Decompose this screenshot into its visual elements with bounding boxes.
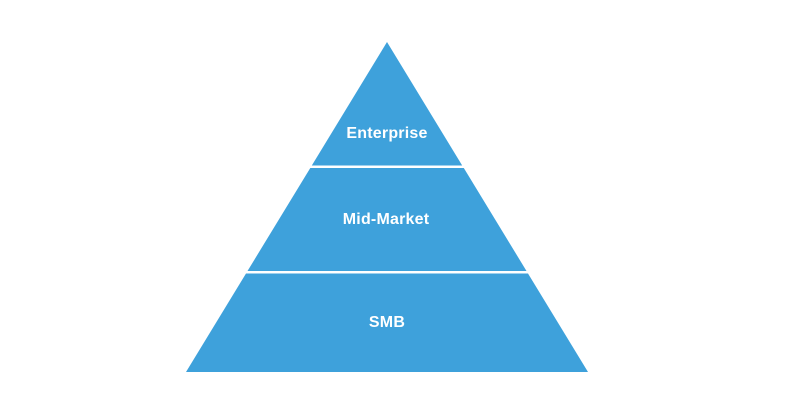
- tier-label-smb: SMB: [369, 314, 405, 331]
- pyramid-tier-mid-market: [247, 168, 527, 271]
- pyramid-tier-enterprise: [311, 42, 463, 166]
- pyramid-tier-smb: [186, 273, 588, 372]
- tier-label-enterprise: Enterprise: [346, 125, 427, 142]
- tier-label-mid-market: Mid-Market: [343, 211, 430, 228]
